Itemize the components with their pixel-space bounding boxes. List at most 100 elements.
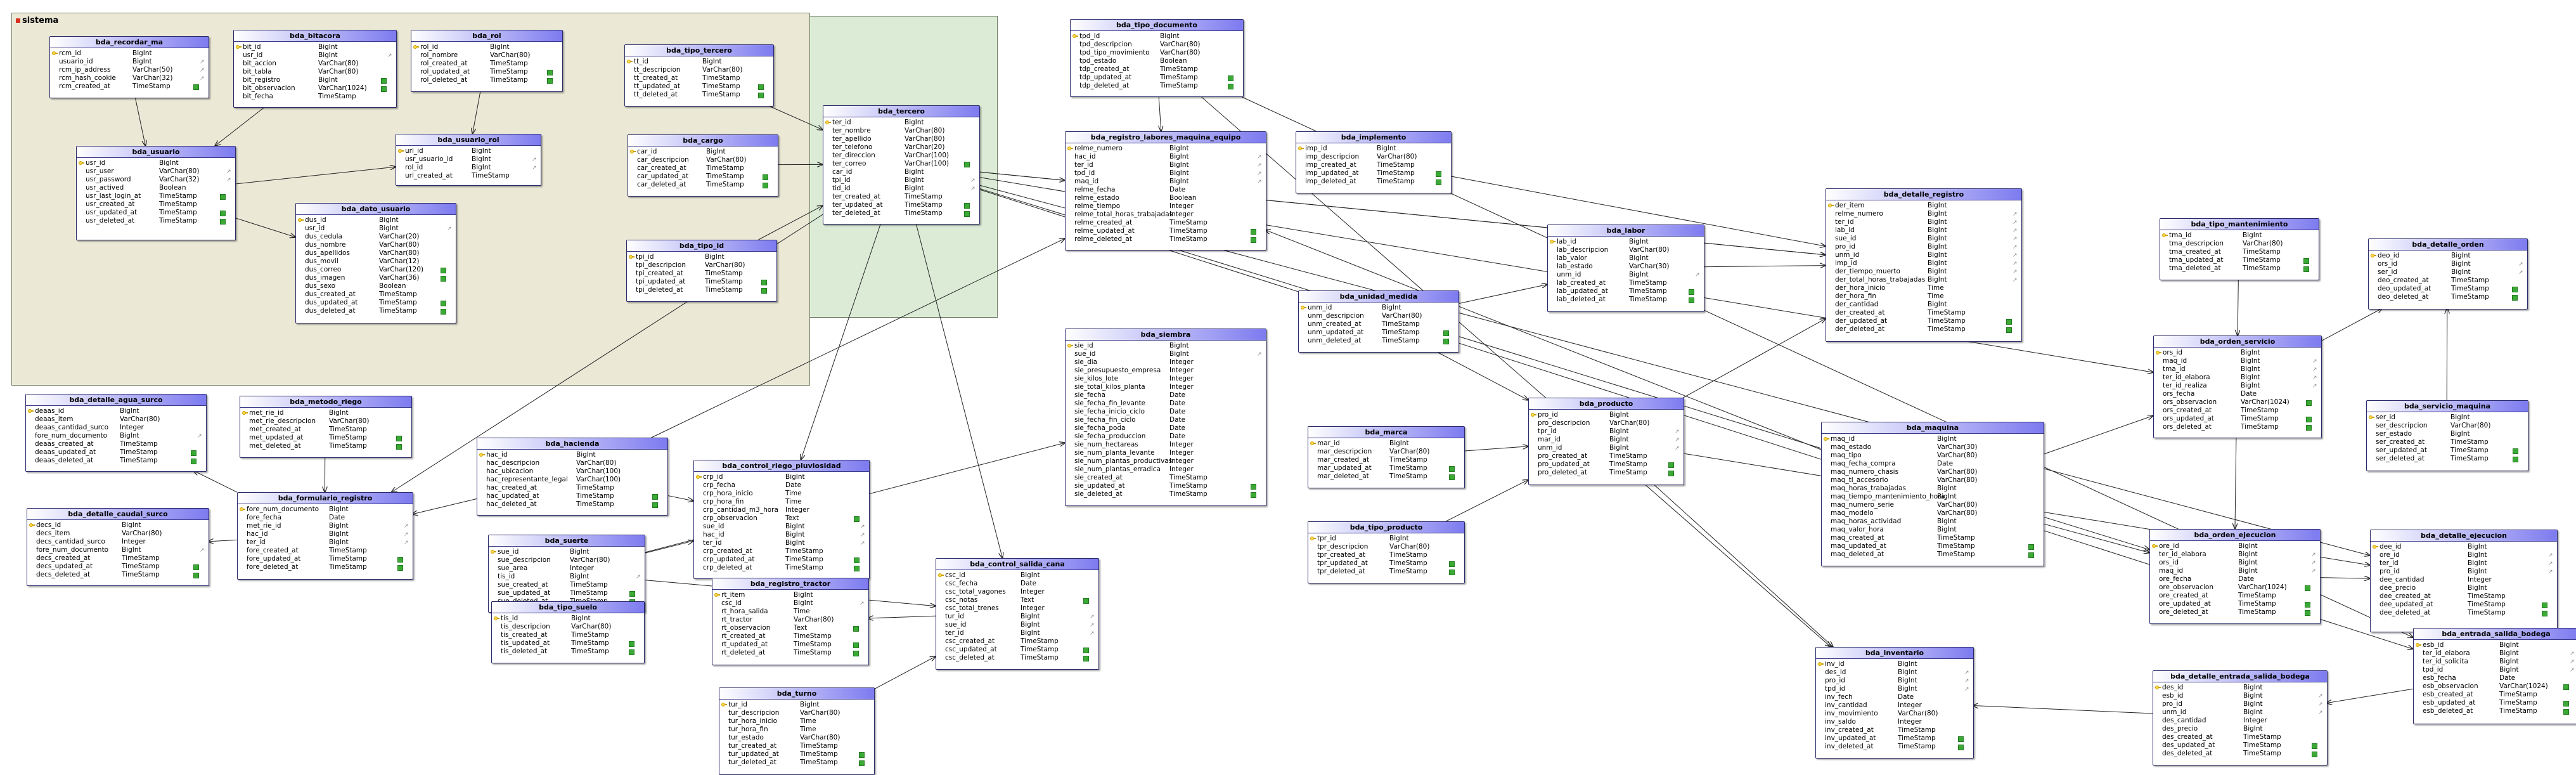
field-type: VarChar(30) bbox=[1629, 263, 1670, 270]
nullable-icon bbox=[2028, 552, 2034, 558]
field-type: BigInt bbox=[120, 432, 139, 440]
field-name: csc_deleted_at bbox=[945, 654, 995, 661]
field-type: Integer bbox=[1169, 375, 1194, 382]
entity-title: bda_tipo_suelo bbox=[492, 602, 644, 613]
field-name: deaas_cantidad_surco bbox=[35, 424, 109, 431]
field-type: BigInt bbox=[2241, 349, 2260, 356]
field-type: VarChar(20) bbox=[379, 233, 420, 240]
foreign-key-icon: ↗ bbox=[2570, 659, 2575, 665]
field-name: esb_observacion bbox=[2423, 682, 2478, 690]
field-name: maq_updated_at bbox=[1831, 542, 1887, 550]
field-name: ser_descripcion bbox=[2376, 422, 2428, 429]
field-name: rcm_created_at bbox=[59, 82, 111, 90]
relationship-line bbox=[1159, 95, 1161, 131]
field-type: BigInt bbox=[2468, 551, 2487, 559]
field-type: Integer bbox=[1169, 383, 1194, 391]
field-name: rol_nombre bbox=[420, 51, 458, 59]
nullable-icon bbox=[2513, 448, 2518, 454]
field-type: TimeStamp bbox=[1021, 646, 1059, 653]
foreign-key-icon: ↗ bbox=[2318, 710, 2323, 716]
primary-key-icon bbox=[413, 45, 419, 49]
field-type: TimeStamp bbox=[1937, 550, 1975, 558]
field-name: deaas_id bbox=[35, 407, 65, 415]
nullable-icon bbox=[1449, 570, 1455, 575]
entity-title: bda_orden_servicio bbox=[2154, 336, 2321, 348]
field-type: BigInt bbox=[1389, 535, 1409, 542]
foreign-key-icon: ↗ bbox=[2012, 211, 2018, 218]
field-type: TimeStamp bbox=[2241, 407, 2279, 414]
nullable-icon bbox=[761, 280, 767, 285]
entity-title: bda_dato_usuario bbox=[296, 204, 456, 215]
field-type: Date bbox=[1169, 391, 1186, 399]
entity-title: bda_metodo_riego bbox=[240, 396, 411, 408]
field-type: TimeStamp bbox=[1928, 317, 1966, 325]
field-type: TimeStamp bbox=[1021, 637, 1059, 645]
field-name: tma_id bbox=[2163, 365, 2186, 373]
field-name: ore_deleted_at bbox=[2159, 608, 2208, 616]
nullable-icon bbox=[854, 516, 860, 522]
field-name: rt_updated_at bbox=[721, 641, 768, 648]
foreign-key-icon: ↗ bbox=[200, 67, 205, 74]
field-type: Integer bbox=[1169, 358, 1194, 366]
field-name: decs_created_at bbox=[36, 554, 91, 562]
field-type: BigInt bbox=[2241, 374, 2260, 381]
field-name: pro_updated_at bbox=[1538, 460, 1590, 468]
field-type: BigInt bbox=[1928, 259, 1947, 267]
field-name: bit_accion bbox=[243, 60, 276, 67]
